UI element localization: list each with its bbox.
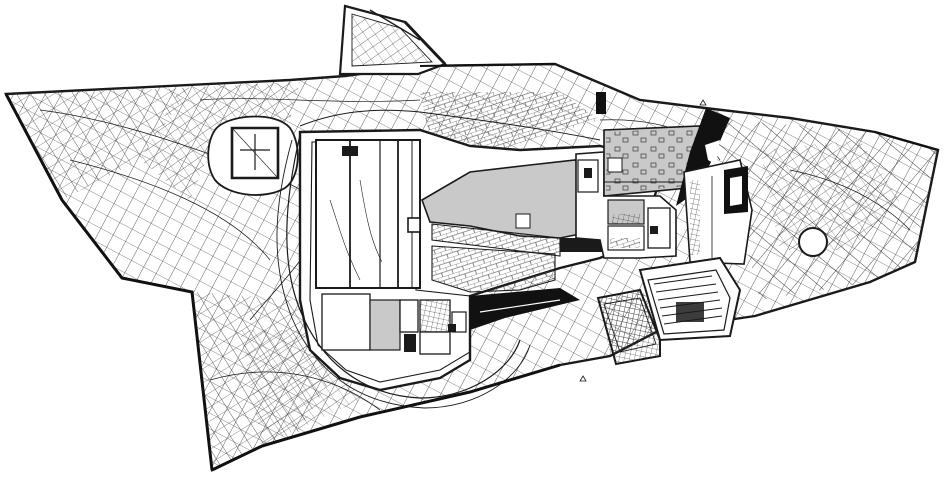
east-rooms bbox=[575, 151, 677, 259]
landscape-paths bbox=[276, 109, 601, 409]
east-gallery bbox=[683, 159, 753, 265]
north-wing bbox=[338, 4, 447, 76]
walkway-paving bbox=[431, 245, 556, 293]
cafe-seating bbox=[603, 125, 701, 197]
oculus bbox=[798, 227, 828, 257]
round-courtyard bbox=[207, 115, 299, 196]
south-terrace bbox=[596, 288, 661, 366]
survey-markers bbox=[579, 99, 707, 382]
site-edge-accents bbox=[4, 63, 939, 472]
auditorium-block bbox=[638, 256, 742, 342]
